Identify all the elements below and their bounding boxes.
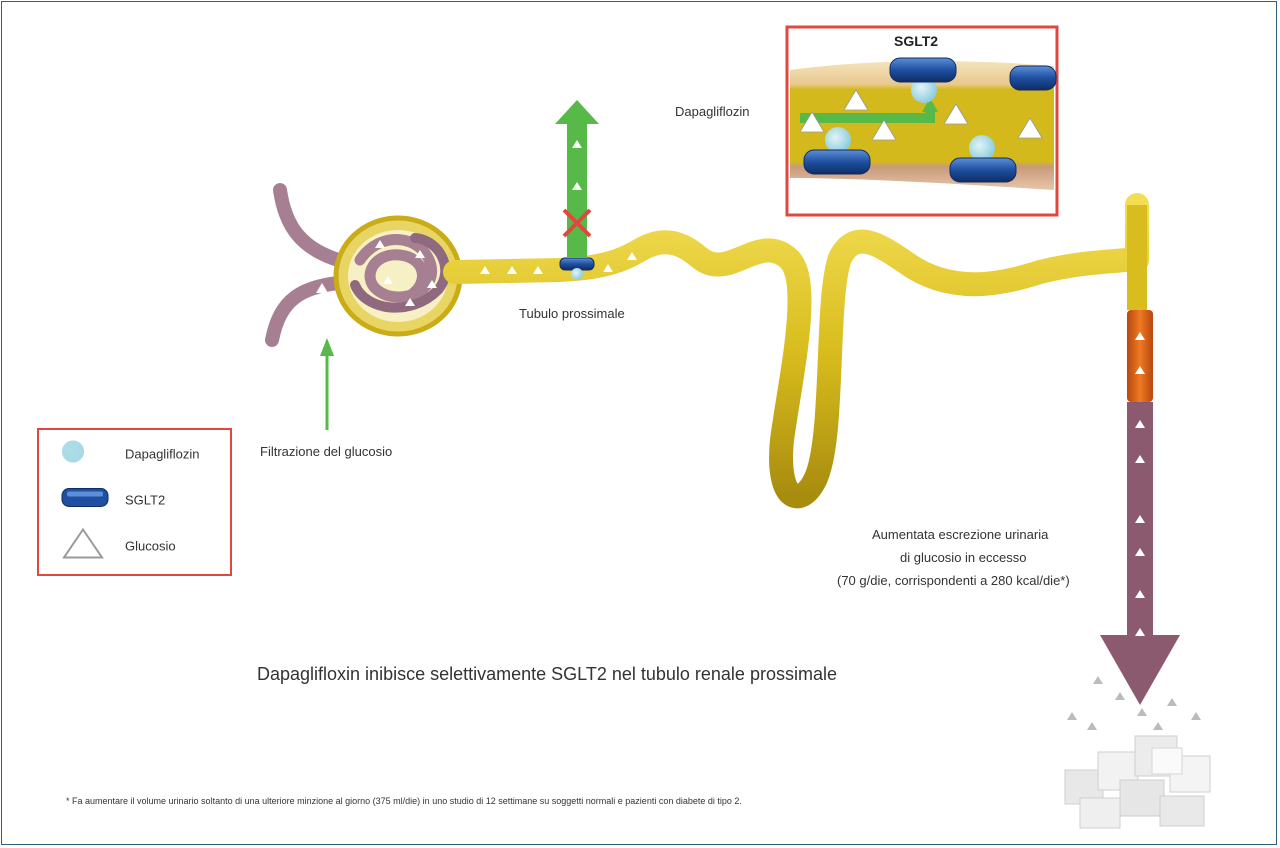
inset-drug-label: Dapagliflozin <box>675 104 749 119</box>
sglt2-inset <box>787 27 1057 215</box>
excretion-label-1: Aumentata escrezione urinaria <box>872 527 1048 542</box>
excretion-label-3: (70 g/die, corrispondenti a 280 kcal/die… <box>837 573 1070 588</box>
legend-item-glucose: Glucosio <box>39 526 230 566</box>
reabsorption-arrow <box>555 100 599 258</box>
filtration-arrow <box>320 338 334 430</box>
legend-label: SGLT2 <box>125 493 165 508</box>
excretion-label-2: di glucosio in eccesso <box>900 550 1026 565</box>
legend-item-dapagliflozin: Dapagliflozin <box>39 434 230 474</box>
legend-label: Dapagliflozin <box>125 447 199 462</box>
legend-label: Glucosio <box>125 539 176 554</box>
legend: Dapagliflozin SGLT2 Glucosio <box>37 428 232 576</box>
legend-item-sglt2: SGLT2 <box>39 480 230 520</box>
footnote: * Fa aumentare il volume urinario soltan… <box>66 796 742 806</box>
glucose-triangle-icon <box>61 527 105 566</box>
dapagliflozin-dot <box>571 268 583 280</box>
headline: Dapaglifloxin inibisce selettivamente SG… <box>257 664 837 685</box>
excretion-path <box>1100 310 1180 705</box>
tubule <box>455 205 1147 496</box>
filtration-label: Filtrazione del glucosio <box>260 444 392 459</box>
sglt2-capsule-icon <box>61 487 109 514</box>
inset-title: SGLT2 <box>894 33 938 49</box>
glomerulus <box>336 218 460 334</box>
dapagliflozin-circle-icon <box>61 440 85 469</box>
tubule-label: Tubulo prossimale <box>519 306 625 321</box>
